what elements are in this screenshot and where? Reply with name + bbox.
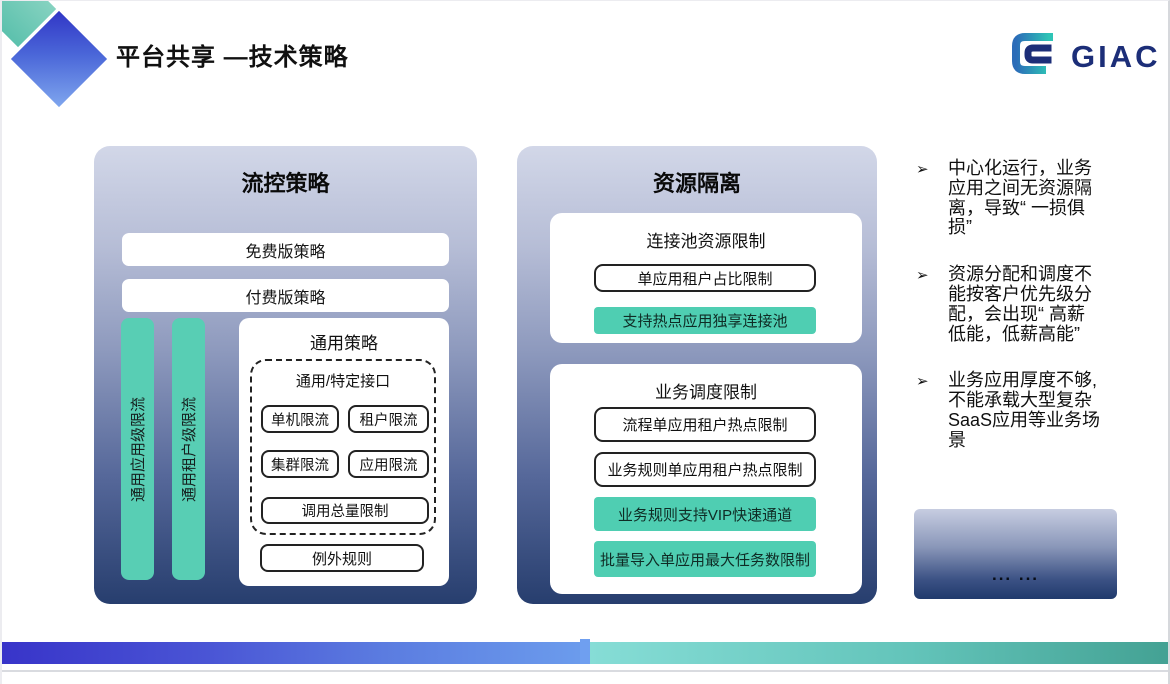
arrow-bullet-icon: ➢ [916,161,929,178]
general-strategy-title: 通用策略 [310,334,378,353]
free-version-strategy-box: 免费版策略 [122,233,449,266]
flow-control-panel: 流控策略 免费版策略 付费版策略 通用应用级限流 通用租户级限流 通用策略 通用… [94,146,477,604]
arrow-bullet-icon: ➢ [916,373,929,391]
interface-group-title: 通用/特定接口 [295,373,391,390]
application-limit-box: 应用限流 [348,450,429,478]
total-call-limit-box: 调用总量限制 [261,497,429,524]
giac-logo-icon [1008,29,1064,84]
business-schedule-title: 业务调度限制 [655,383,757,402]
cluster-limit-box: 集群限流 [261,450,339,478]
business-schedule-card: 业务调度限制 流程单应用租户热点限制 业务规则单应用租户热点限制 业务规则支持V… [550,364,862,594]
tenant-level-limit-bar: 通用租户级限流 [172,318,205,580]
single-machine-limit-box: 单机限流 [261,405,339,433]
rule-hotspot-limit-box: 业务规则单应用租户热点限制 [594,452,816,487]
note-text-2: 资源分配和调度不 能按客户优先级分 配，会出现“ 高薪 低能，低薪高能” [948,264,1092,344]
isolation-panel-title: 资源隔离 [652,171,741,196]
footer-bar-teal [590,642,1168,664]
connection-pool-card: 连接池资源限制 单应用租户占比限制 支持热点应用独享连接池 [550,213,862,343]
tenant-limit-box: 租户限流 [348,405,429,433]
note-bullet: ➢ 中心化运行，业务 应用之间无资源隔 离，导致“ 一损俱 损” [914,158,1168,238]
app-level-limit-label: 通用应用级限流 [130,396,148,502]
single-app-tenant-ratio-box: 单应用租户占比限制 [594,264,816,292]
resource-isolation-panel: 资源隔离 连接池资源限制 单应用租户占比限制 支持热点应用独享连接池 业务调度限… [517,146,877,604]
vip-fast-channel-box: 业务规则支持VIP快速通道 [594,497,816,531]
process-hotspot-limit-box: 流程单应用租户热点限制 [594,407,816,442]
footer-bar-blue [2,642,590,664]
footer-bar-notch [580,639,590,664]
footer-hairline [2,670,1168,672]
general-strategy-card: 通用策略 通用/特定接口 单机限流 租户限流 集群限流 应用限流 调用总量限制 … [239,318,449,586]
arrow-bullet-icon: ➢ [916,267,929,285]
exception-rules-box: 例外规则 [260,544,424,572]
connection-pool-title: 连接池资源限制 [646,232,766,251]
note-bullet: ➢ 业务应用厚度不够, 不能承载大型复杂 SaaS应用等业务场 景 [914,370,1168,450]
giac-logo-text: GIAC [1071,38,1161,74]
note-bullet: ➢ 资源分配和调度不 能按客户优先级分 配，会出现“ 高薪 低能，低薪高能” [914,264,1168,344]
app-level-limit-bar: 通用应用级限流 [121,318,154,580]
interface-group: 通用/特定接口 单机限流 租户限流 集群限流 应用限流 调用总量限制 [250,359,436,535]
batch-import-max-tasks-box: 批量导入单应用最大任务数限制 [594,541,816,577]
note-text-3: 业务应用厚度不够, 不能承载大型复杂 SaaS应用等业务场 景 [948,370,1101,450]
ellipsis-label: ... ... [991,565,1040,584]
note-text-1: 中心化运行，业务 应用之间无资源隔 离，导致“ 一损俱 损” [948,158,1092,238]
hotspot-exclusive-pool-box: 支持热点应用独享连接池 [594,307,816,334]
flow-panel-title: 流控策略 [241,171,330,196]
paid-version-strategy-box: 付费版策略 [122,279,449,312]
tenant-level-limit-label: 通用租户级限流 [181,396,199,502]
giac-logo: GIAC [1008,29,1161,84]
page-title: 平台共享 —技术策略 [116,44,349,71]
more-items-box: ... ... [914,509,1117,599]
notes-column: ➢ 中心化运行，业务 应用之间无资源隔 离，导致“ 一损俱 损” ➢ 资源分配和… [914,158,1168,478]
